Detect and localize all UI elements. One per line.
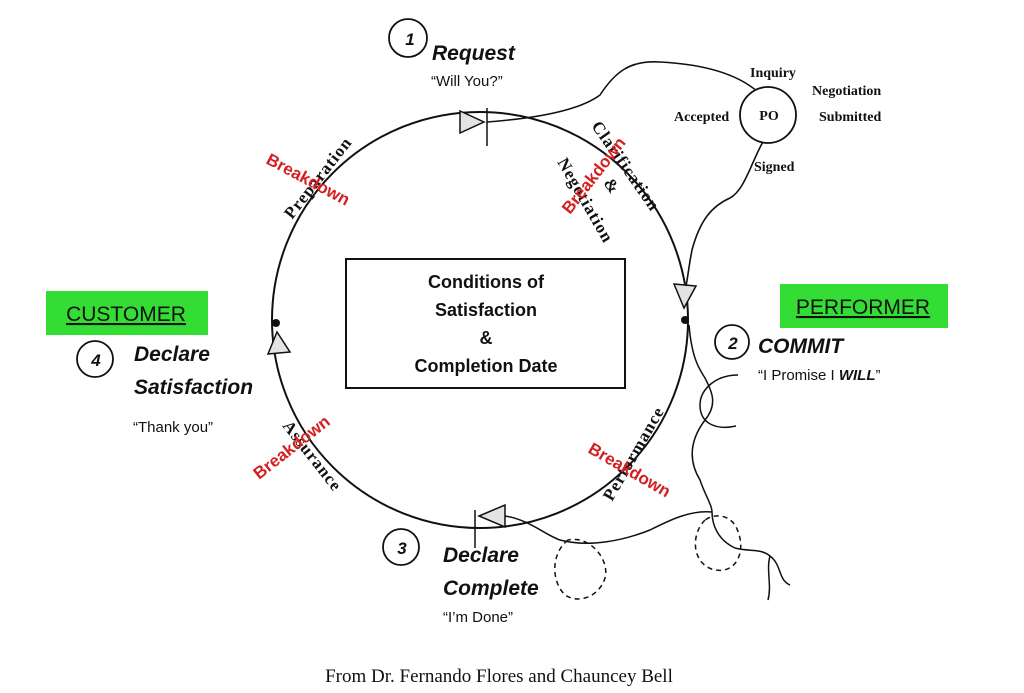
conditions-box — [345, 258, 626, 389]
performance-tangle — [711, 511, 791, 601]
step-2-quote-suffix: ” — [876, 367, 881, 384]
loop-dot-right — [681, 316, 689, 324]
po-negotiation-label: Negotiation — [812, 84, 881, 99]
step-1-number-circle — [388, 18, 428, 58]
po-circle — [739, 86, 797, 144]
step-2-title: COMMIT — [758, 335, 845, 358]
step-1-quote: “Will You?” — [431, 73, 503, 90]
step-4-title-line-2: Satisfaction — [134, 376, 253, 399]
step-4-number-circle — [76, 340, 114, 378]
step-2-quote-emphasis: WILL — [839, 367, 876, 384]
customer-label: CUSTOMER — [66, 303, 186, 326]
step-4-quote: “Thank you” — [133, 419, 213, 436]
po-center-label: PO — [759, 109, 779, 124]
step-3-title-line-1: Declare — [443, 544, 519, 567]
customer-badge — [46, 291, 208, 335]
step-3-quote: “I’m Done” — [443, 609, 513, 626]
conditions-line-4: Completion Date — [414, 356, 557, 376]
complete-connector — [504, 511, 713, 545]
po-accepted-label: Accepted — [674, 110, 729, 125]
po-connector-in — [486, 61, 759, 123]
commit-branch-line — [688, 324, 714, 513]
po-subcycle: PO Inquiry Negotiation Submitted Accepte… — [486, 61, 881, 287]
step-3-number: 3 — [397, 539, 407, 558]
conditions-line-3: & — [480, 328, 493, 348]
step-1-title: Request — [432, 42, 516, 65]
step-1-number: 1 — [405, 30, 414, 49]
loop-arrowheads — [266, 108, 698, 548]
performer-subloops — [504, 324, 791, 601]
credit-line: From Dr. Fernando Flores and Chauncey Be… — [325, 666, 673, 687]
commit-subloop — [699, 374, 739, 428]
performance-subloop-dashed — [694, 515, 742, 572]
step-declare-satisfaction: 4 Declare Satisfaction “Thank you” — [76, 340, 253, 436]
step-4-number: 4 — [90, 351, 101, 370]
step-4-title-line-1: Declare — [134, 343, 210, 366]
conditions-line-1: Conditions of — [428, 272, 545, 292]
performer-badge — [780, 284, 948, 328]
performer-label: PERFORMER — [796, 296, 930, 319]
step-commit: 2 COMMIT “I Promise I WILL” — [714, 324, 881, 384]
step-2-quote-prefix: “I Promise I — [758, 367, 839, 384]
step-request: 1 Request “Will You?” — [388, 18, 516, 90]
arrowhead-left — [266, 330, 292, 355]
step-2-number-circle — [714, 324, 750, 360]
step-2-quote: “I Promise I WILL” — [758, 367, 881, 384]
step-3-number-circle — [382, 528, 420, 566]
step-2-number: 2 — [727, 334, 738, 353]
po-inquiry-label: Inquiry — [750, 66, 796, 81]
po-connector-out — [685, 139, 765, 287]
conditions-line-2: Satisfaction — [435, 300, 537, 320]
complete-subloop-dashed — [554, 538, 607, 600]
arrowhead-bottom — [477, 503, 506, 529]
step-declare-complete: 3 Declare Complete “I’m Done” — [382, 528, 539, 626]
loop-dot-left — [272, 319, 280, 327]
step-3-title-line-2: Complete — [443, 577, 539, 600]
po-submitted-label: Submitted — [819, 110, 881, 125]
arrowhead-right — [672, 283, 698, 310]
po-signed-label: Signed — [754, 160, 795, 175]
arrowhead-top — [459, 109, 486, 135]
